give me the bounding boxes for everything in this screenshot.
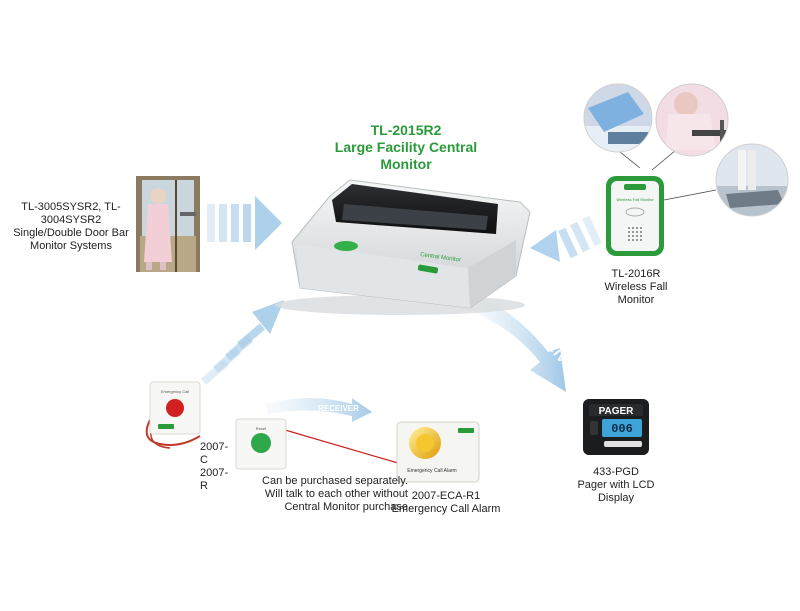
green-reset-button-device: Reset xyxy=(235,418,287,470)
pager-device: PAGER 006 xyxy=(583,399,649,455)
fall-monitor-device-text: Wireless Fall Monitor xyxy=(616,197,654,202)
eca-label-line1: 2007-ECA-R1 xyxy=(411,490,481,502)
scenario-photo-chair-sensor xyxy=(655,83,729,157)
door-bar-label-line2: 3004SYSR2 xyxy=(40,214,102,226)
fall-monitor-label-line2: Wireless Fall xyxy=(604,281,668,293)
scenario-photo-bed-sensor xyxy=(583,83,653,153)
central-monitor-device-text: Central Monitor xyxy=(420,252,461,264)
separate-note-line1: Can be purchased separately. xyxy=(262,475,408,487)
fall-monitor-label: TL-2016R Wireless Fall Monitor xyxy=(586,268,686,307)
central-monitor-title: TL-2015R2 Large Facility Central Monitor xyxy=(300,122,512,173)
pairing-line xyxy=(267,424,399,464)
separate-note-line3: Central Monitor purchase xyxy=(284,501,408,513)
call-button-codes: 2007-C 2007-R xyxy=(200,441,236,493)
signal-arrow-fall-to-monitor xyxy=(530,215,602,262)
call-button-code-line2: 2007-R xyxy=(200,467,229,492)
receiver-arrow-monitor-to-pager xyxy=(470,296,566,392)
fall-monitor-label-line3: Monitor xyxy=(617,294,655,306)
pager-device-title: PAGER xyxy=(599,406,635,417)
call-button-code-line1: 2007-C xyxy=(200,441,229,466)
signal-arrow-buttons-to-monitor xyxy=(200,300,284,385)
door-bar-label-line4: Monitor Systems xyxy=(30,240,112,252)
receiver-arrow-buttons-to-eca xyxy=(266,398,372,422)
central-monitor-model: TL-2015R2 xyxy=(370,122,442,138)
central-monitor-name-line2: Monitor xyxy=(380,156,432,172)
door-bar-label: TL-3005SYSR2, TL- 3004SYSR2 Single/Doubl… xyxy=(8,201,134,253)
central-monitor-device: Central Monitor xyxy=(275,179,531,315)
fall-monitor-device: Wireless Fall Monitor xyxy=(606,176,664,256)
eca-label: 2007-ECA-R1 Emergency Call Alarm xyxy=(388,490,504,516)
pager-label-line2: Pager with LCD xyxy=(577,479,655,491)
door-bar-label-line3: Single/Double Door Bar xyxy=(13,227,129,239)
emergency-call-alarm-device: Emergency Call Alarm xyxy=(396,421,480,483)
door-bar-photo xyxy=(136,176,200,272)
eca-label-line2: Emergency Call Alarm xyxy=(391,503,501,515)
central-monitor-name-line1: Large Facility Central xyxy=(334,139,478,155)
green-button-text: Reset xyxy=(256,426,267,431)
red-call-button-device: Emergency Call xyxy=(145,381,201,449)
door-bar-label-line1: TL-3005SYSR2, TL- xyxy=(21,201,121,213)
receiver-label-small: RECEIVER xyxy=(318,404,359,413)
pager-label: 433-PGD Pager with LCD Display xyxy=(566,466,666,505)
separate-note-line2: Will talk to each other without xyxy=(264,488,408,500)
scenario-photo-floor-mat xyxy=(715,143,789,217)
fall-monitor-label-line1: TL-2016R xyxy=(611,268,661,280)
signal-arrow-door-to-monitor xyxy=(207,196,282,250)
eca-device-text: Emergency Call Alarm xyxy=(407,468,456,474)
red-button-text: Emergency Call xyxy=(161,389,189,394)
separate-purchase-note: Can be purchased separately. Will talk t… xyxy=(238,475,408,514)
pager-label-line1: 433-PGD xyxy=(593,466,639,478)
pager-label-line3: Display xyxy=(597,492,635,504)
pager-display-value: 006 xyxy=(611,422,633,436)
